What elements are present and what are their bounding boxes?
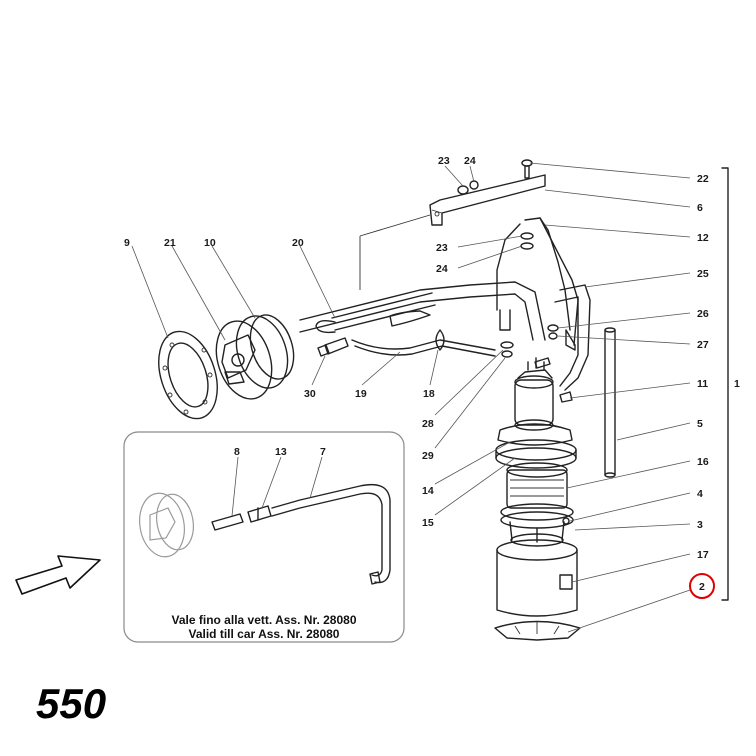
label-20: 20	[292, 237, 304, 249]
label-10: 10	[204, 237, 216, 249]
label-26: 26	[697, 308, 709, 320]
label-24b: 24	[436, 263, 448, 275]
label-19: 19	[355, 388, 367, 400]
label-22: 22	[697, 173, 709, 185]
support-bracket	[429, 159, 546, 226]
label-21: 21	[164, 237, 176, 249]
model-badge: 550	[36, 680, 106, 727]
highlight-circle	[689, 573, 715, 599]
label-6: 6	[697, 202, 703, 214]
label-7: 7	[320, 446, 326, 458]
inset-box: 8 13 7 Vale fino alla vett. Ass. Nr. 280…	[123, 431, 405, 643]
tank-flange-assembly	[158, 314, 295, 420]
label-9: 9	[124, 237, 130, 249]
direction-arrow-icon	[15, 555, 101, 595]
label-24a: 24	[464, 155, 476, 167]
label-5: 5	[697, 418, 703, 430]
label-17: 17	[697, 549, 709, 561]
label-23b: 23	[436, 242, 448, 254]
label-3: 3	[697, 519, 703, 531]
fuel-pipe	[315, 292, 496, 357]
label-25: 25	[697, 268, 709, 280]
label-16: 16	[697, 456, 709, 468]
label-8: 8	[234, 446, 240, 458]
label-14: 14	[422, 485, 434, 497]
group-outline	[359, 214, 431, 290]
part-labels: 23 24 22 6 12 23 24 25 26 27 11 1 5 16 4…	[124, 155, 740, 593]
label-12: 12	[697, 232, 709, 244]
label-4: 4	[697, 488, 703, 500]
label-28: 28	[422, 418, 434, 430]
fuel-tube-frame	[299, 217, 591, 391]
label-29: 29	[422, 450, 434, 462]
label-18: 18	[423, 388, 435, 400]
label-13: 13	[275, 446, 287, 458]
assembly-bracket	[721, 167, 729, 601]
inset-note-english: Valid till car Ass. Nr. 28080	[189, 627, 340, 641]
label-27: 27	[697, 339, 709, 351]
label-23a: 23	[438, 155, 450, 167]
leader-lines	[131, 162, 691, 633]
label-11: 11	[697, 378, 708, 390]
inset-note-italian: Vale fino alla vett. Ass. Nr. 28080	[172, 613, 357, 627]
fuel-pump-assembly	[494, 324, 616, 641]
label-15: 15	[422, 517, 434, 529]
label-2: 2	[699, 581, 705, 593]
label-1: 1	[734, 378, 740, 390]
label-30: 30	[304, 388, 316, 400]
